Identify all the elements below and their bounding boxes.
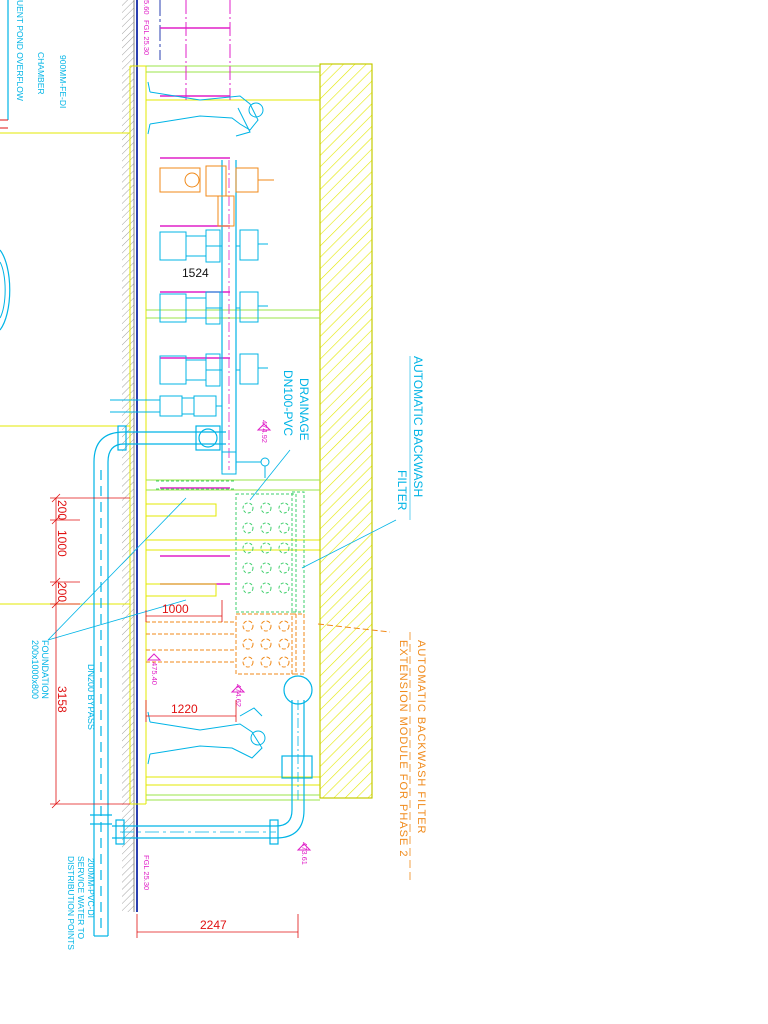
service-line3: DISTRIBUTION POINTS xyxy=(66,856,76,950)
outlet-pipe xyxy=(112,675,313,845)
foundation-line1: FOUNDATION xyxy=(40,640,50,699)
vertical-dimensions xyxy=(50,493,130,809)
dim-1524-text: 1524 xyxy=(182,266,209,280)
overflow-chamber xyxy=(0,0,11,331)
dim-2247-text: 2247 xyxy=(200,918,227,932)
fgl-bottom-label: FGL 25.30 xyxy=(142,855,151,890)
backwash-line1: AUTOMATIC BACKWASH xyxy=(411,356,425,497)
drainage-label: DRAINAGE DN100-PVC xyxy=(281,370,311,441)
bypass-label: DN200 BYPASS xyxy=(86,664,96,730)
service-line2: SERVICE WATER TO xyxy=(76,856,86,940)
drainage-line1: DRAINAGE xyxy=(297,378,311,441)
main-header-pipe xyxy=(221,160,237,470)
dim-1000-horizontal: 1000 xyxy=(145,600,223,622)
overflow-label-line2: CHAMBER xyxy=(36,52,46,95)
fgl-top-marker: 5.60 FGL 25.30 xyxy=(142,0,151,55)
level-d-text: 473.61 xyxy=(300,842,309,865)
ground-wall xyxy=(122,0,138,912)
bypass-pipe xyxy=(90,425,226,937)
level-a-text: 474.92 xyxy=(260,420,269,443)
centerlines xyxy=(185,0,231,100)
overflow-chamber-label: UENT POND OVERFLOW CHAMBER 900MM-FE-DI xyxy=(15,0,68,108)
drain-line xyxy=(221,451,270,478)
operator-figure-top xyxy=(147,81,264,137)
level-marker-a: 474.92 xyxy=(256,420,272,443)
fgl-top-partial: 5.60 xyxy=(142,0,151,15)
vertical-dimension-texts: 200 1000 200 3158 xyxy=(55,500,69,713)
drainage-line2: DN100-PVC xyxy=(281,370,295,436)
extension-module xyxy=(146,613,391,675)
fgl-bottom-marker: FGL 25.30 xyxy=(142,855,151,890)
overflow-label-line1: UENT POND OVERFLOW xyxy=(15,0,25,101)
level-b-text: 475.40 xyxy=(150,662,159,685)
dim-1000-horz-text: 1000 xyxy=(162,602,189,616)
level-marker-c: 474.62 xyxy=(230,684,246,707)
fgl-top-label: FGL 25.30 xyxy=(142,20,151,55)
backwash-filter-module xyxy=(156,480,305,613)
leader-lines xyxy=(47,449,397,641)
extension-module-label: AUTOMATIC BACKWASH FILTER EXTENSION MODU… xyxy=(397,632,427,880)
dim-1000-vert: 1000 xyxy=(55,530,69,557)
support-frame xyxy=(146,65,320,801)
concrete-slab xyxy=(319,63,373,799)
yellow-reference-lines xyxy=(0,65,320,805)
dim-1524: 1524 xyxy=(182,266,209,280)
level-c-text: 474.62 xyxy=(234,684,243,707)
service-water-label: 200MM-PVC-DI SERVICE WATER TO DISTRIBUTI… xyxy=(66,856,96,950)
operator-figure-bottom xyxy=(147,707,266,765)
foundation-line2: 200x1000x800 xyxy=(30,640,40,699)
dim-3158: 3158 xyxy=(55,686,69,713)
dim-200-bot: 200 xyxy=(55,582,69,602)
dim-200-top: 200 xyxy=(55,500,69,520)
overflow-label-line0: 900MM-FE-DI xyxy=(58,55,68,108)
extension-line1: AUTOMATIC BACKWASH FILTER xyxy=(415,640,427,835)
service-line1: 200MM-PVC-DI xyxy=(86,858,96,918)
dim-2247: 2247 xyxy=(136,914,299,938)
dim-1220-text: 1220 xyxy=(171,702,198,716)
backwash-filter-label: AUTOMATIC BACKWASH FILTER xyxy=(395,356,425,520)
backwash-line2: FILTER xyxy=(395,470,409,511)
extension-line2: EXTENSION MODULE FOR PHASE 2 xyxy=(397,640,409,857)
bypass-text: DN200 BYPASS xyxy=(86,664,96,730)
pump-units xyxy=(110,165,274,417)
dim-1220: 1220 xyxy=(145,700,237,722)
level-marker-d: 473.61 xyxy=(296,842,312,865)
foundation-blocks xyxy=(145,503,217,597)
foundation-label: FOUNDATION 200x1000x800 xyxy=(30,640,50,699)
level-marker-b: 475.40 xyxy=(146,653,162,685)
